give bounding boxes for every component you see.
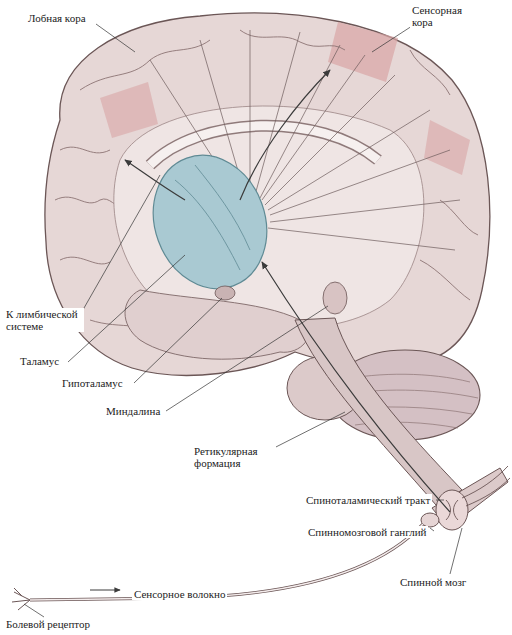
hypothalamus: [215, 286, 235, 300]
temporal-lobe: [125, 290, 308, 359]
part-label: Ретикулярная формация: [192, 445, 276, 469]
part-label: Гипоталамус: [60, 377, 125, 389]
limbic-pathway: [125, 160, 185, 200]
spinothalamic-pathway: [262, 262, 450, 512]
pain-receptor: [12, 588, 30, 610]
part-label: Спиноталамический тракт: [304, 494, 432, 506]
part-label: Болевой рецептор: [4, 618, 92, 630]
direction-arrow: [90, 590, 120, 591]
part-label: Сенсорная кора: [410, 4, 484, 28]
part-label: Сенсорное волокно: [132, 588, 227, 600]
part-label: Спинномозговой ганглий: [306, 526, 428, 538]
sensory-cortex-patch: [328, 22, 398, 82]
leader-lines: [24, 24, 462, 617]
thalamocortical-pathway: [240, 70, 330, 200]
spinal-cord-section: [436, 490, 468, 530]
part-label: К лимбической системе: [4, 308, 84, 332]
nerve-root: [462, 466, 510, 506]
part-label: Спинной мозг: [398, 576, 468, 588]
frontal-cortex-patch: [100, 82, 158, 138]
sensory-cortex-patch: [424, 120, 470, 175]
gyri: [55, 30, 478, 350]
part-label: Лобная кора: [26, 12, 88, 24]
cerebrum: [45, 13, 490, 375]
amygdala: [323, 282, 347, 314]
thalamus-fibres: [175, 165, 250, 270]
part-label: Миндалина: [104, 405, 162, 417]
brainstem: [295, 318, 462, 505]
part-label: Таламус: [18, 355, 61, 367]
